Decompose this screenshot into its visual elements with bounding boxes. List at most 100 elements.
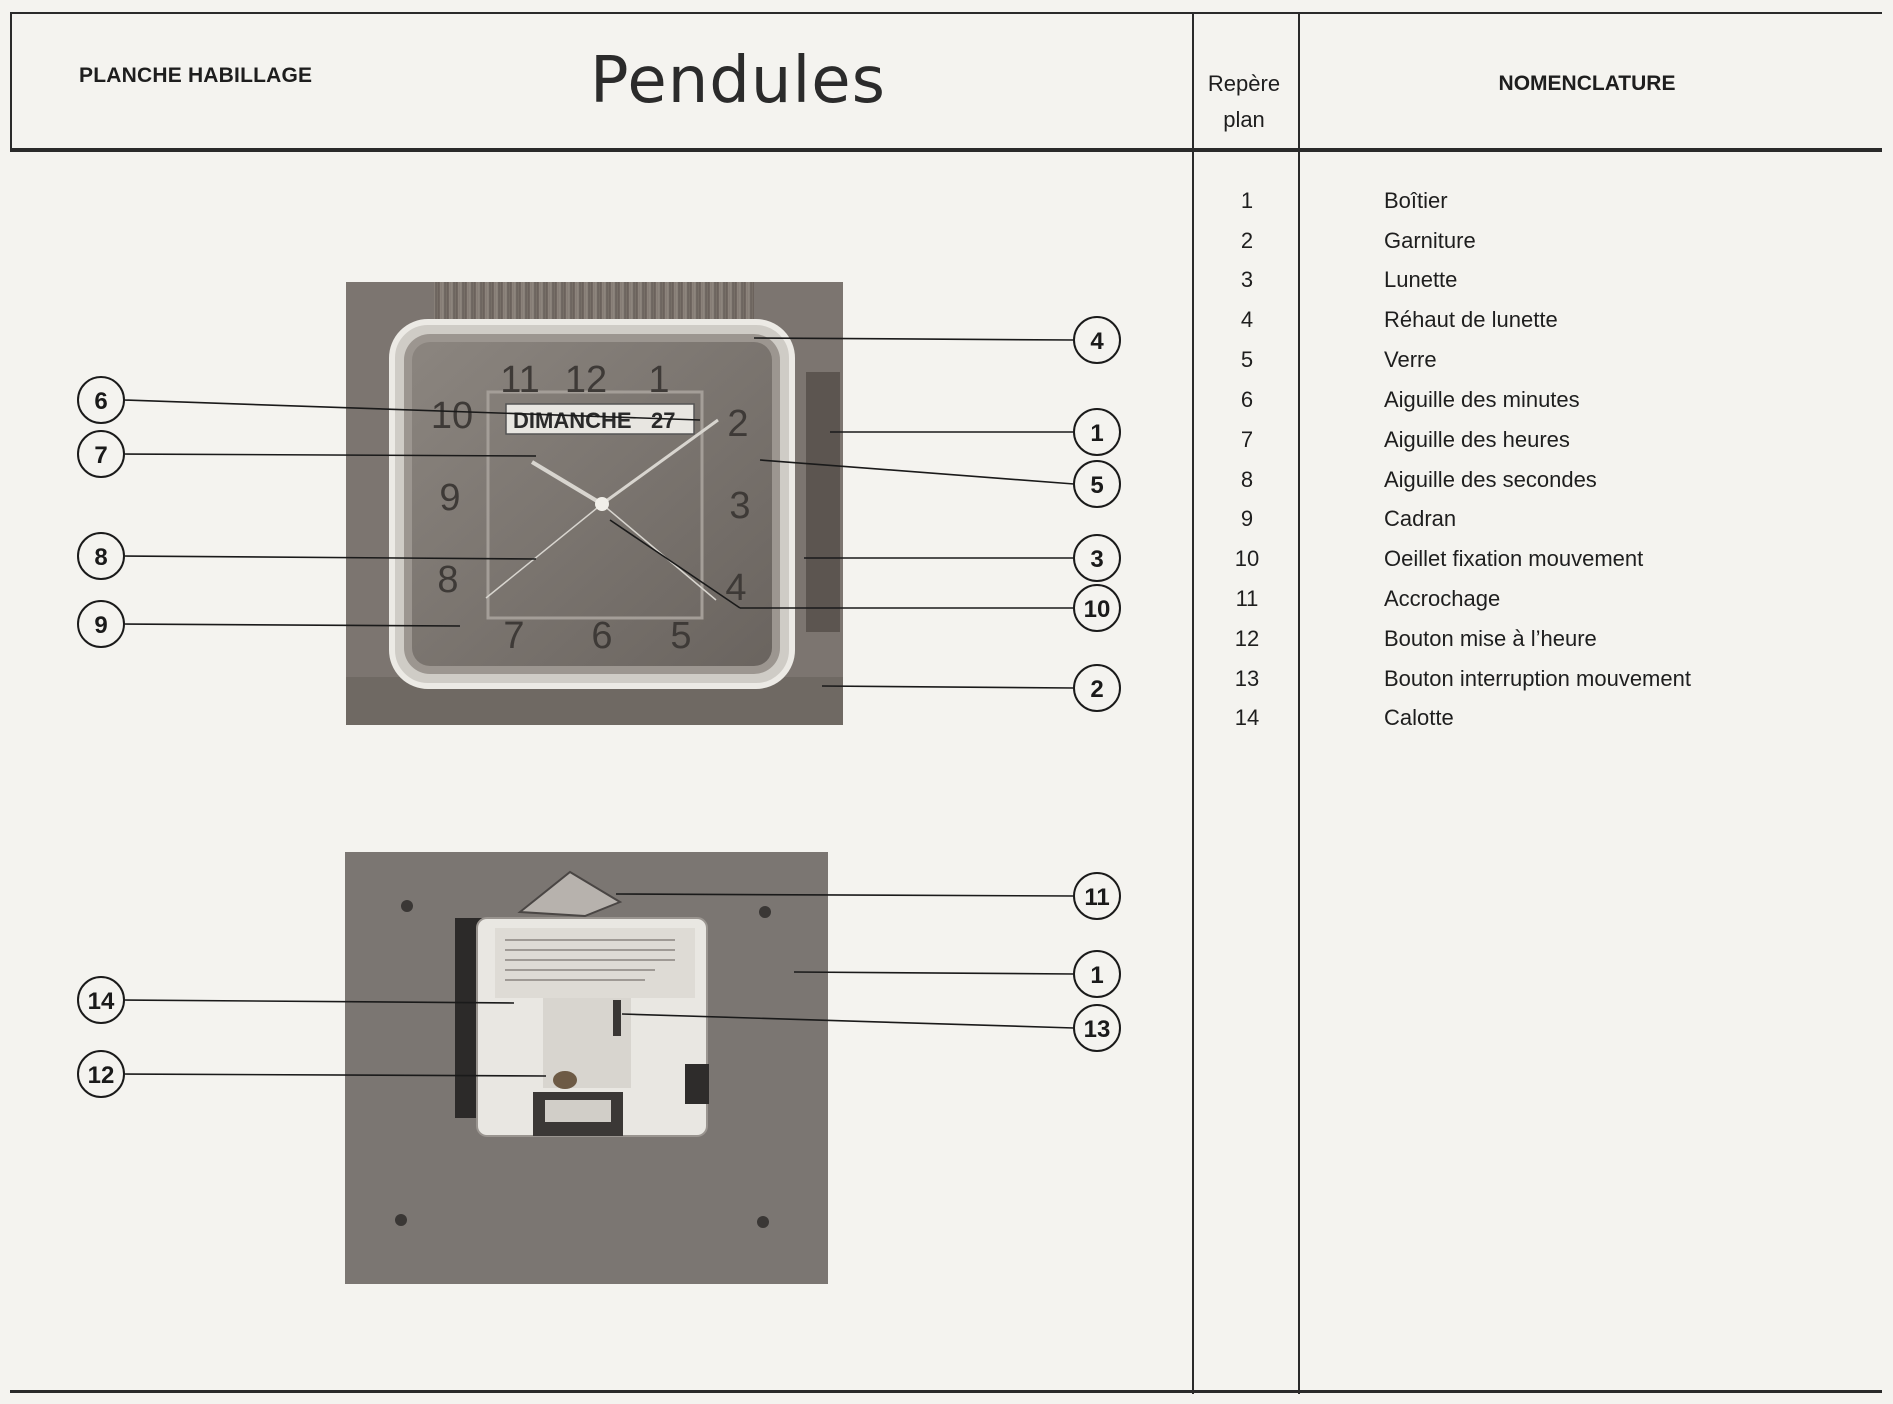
dial-numeral-8: 8 (437, 559, 458, 601)
dial-numeral-7: 7 (503, 615, 524, 657)
dial-numeral-12: 12 (565, 359, 607, 401)
item-name: Calotte (1384, 705, 1454, 730)
dial-numeral-3: 3 (729, 485, 750, 527)
dial-numeral-1: 1 (648, 359, 669, 401)
item-number: 11 (1235, 586, 1259, 611)
callout-circle-12 (77, 1050, 125, 1098)
item-name: Boîtier (1384, 188, 1448, 213)
column-divider-1 (1192, 14, 1194, 1394)
center-pinion (595, 497, 609, 511)
top-border (10, 12, 1882, 14)
minute-hand (601, 418, 719, 506)
screw-top-left (401, 900, 413, 912)
callout-circle-9 (77, 600, 125, 648)
date-window-text: 27 (651, 408, 675, 433)
callout-label-8: 8 (94, 544, 107, 571)
dial-numeral-10: 10 (431, 395, 473, 437)
callout-circle-8 (77, 532, 125, 580)
item-name: Bouton mise à l’heure (1384, 626, 1597, 651)
dial-numeral-2: 2 (727, 403, 748, 445)
callout-circle-2 (1073, 664, 1121, 712)
item-number: 4 (1240, 307, 1254, 332)
callout-label-3: 3 (1090, 546, 1103, 573)
item-name: Bouton interruption mouvement (1384, 666, 1691, 691)
hanger-hook (517, 870, 623, 918)
callout-label-14: 14 (88, 988, 115, 1015)
callout-circle-11 (1073, 872, 1121, 920)
item-name: Oeillet fixation mouvement (1384, 546, 1644, 571)
callout-circle-6 (77, 376, 125, 424)
callout-circle-14 (77, 976, 125, 1024)
screw-top-right (759, 906, 771, 918)
dial-numeral-11: 11 (500, 359, 539, 401)
callout-label-13: 13 (1084, 1016, 1111, 1043)
callout-circle-3 (1073, 534, 1121, 582)
section-label: PLANCHE HABILLAGE (79, 64, 313, 87)
item-name: Accrochage (1384, 586, 1501, 611)
dial-numeral-9: 9 (439, 477, 460, 519)
callout-circle-10 (1073, 584, 1121, 632)
column-header-nomenclature: NOMENCLATURE (1498, 72, 1676, 95)
clock-back-photo (345, 852, 828, 1284)
callout-circle-4 (1073, 316, 1121, 364)
list-item: 1 Boîtier (1194, 188, 1893, 218)
column-header-repere-line: plan (1223, 107, 1265, 132)
callout-label-6: 6 (94, 388, 107, 415)
item-number: 10 (1234, 546, 1260, 571)
page-title: Pendules (590, 44, 886, 118)
item-number: 13 (1234, 666, 1260, 691)
callout-label-2: 2 (1090, 676, 1103, 703)
callout-circle-5 (1073, 460, 1121, 508)
right-stripe (806, 372, 840, 632)
screw-bottom-right (757, 1216, 769, 1228)
item-name: Aiguille des minutes (1384, 387, 1580, 412)
list-item: 9 Cadran (1194, 506, 1893, 536)
item-number: 9 (1240, 506, 1254, 531)
callout-circle-1b (1073, 950, 1121, 998)
dial-numeral-4: 4 (725, 567, 746, 609)
callout-label-11: 11 (1084, 884, 1109, 911)
callout-circle-1 (1073, 408, 1121, 456)
screw-bottom-left (395, 1214, 407, 1226)
list-item: 12 Bouton mise à l’heure (1194, 626, 1893, 656)
column-header-repere: Repère plan (1194, 66, 1294, 138)
hour-hand (530, 460, 604, 506)
callout-label-10: 10 (1084, 596, 1111, 623)
list-item: 13 Bouton interruption mouvement (1194, 666, 1893, 696)
column-divider-2 (1298, 14, 1300, 1394)
inner-dial-square (486, 390, 704, 620)
battery (545, 1100, 611, 1122)
callout-label-9: 9 (94, 612, 107, 639)
item-number: 1 (1240, 188, 1254, 213)
item-name: Garniture (1384, 228, 1476, 253)
item-name: Aiguille des secondes (1384, 467, 1597, 492)
list-item: 11 Accrochage (1194, 586, 1893, 616)
second-hand (485, 503, 603, 599)
item-name: Lunette (1384, 267, 1458, 292)
item-number: 3 (1240, 267, 1254, 292)
list-item: 14 Calotte (1194, 705, 1893, 735)
dial-numeral-5: 5 (670, 615, 691, 657)
callout-label-7: 7 (94, 442, 107, 469)
left-border (10, 12, 12, 152)
day-date-window (505, 403, 695, 435)
column-header-repere-line: Repère (1207, 71, 1281, 96)
item-number: 14 (1234, 705, 1260, 730)
day-window-text: DIMANCHE (513, 408, 632, 433)
list-item: 3 Lunette (1194, 267, 1893, 297)
bottom-border (10, 1390, 1882, 1393)
item-name: Cadran (1384, 506, 1457, 531)
callout-circle-7 (77, 430, 125, 478)
side-clip (685, 1064, 709, 1104)
callout-label-1: 1 (1090, 420, 1103, 447)
item-number: 12 (1234, 626, 1260, 651)
callout-label-1b: 1 (1090, 962, 1103, 989)
item-number: 7 (1240, 427, 1254, 452)
